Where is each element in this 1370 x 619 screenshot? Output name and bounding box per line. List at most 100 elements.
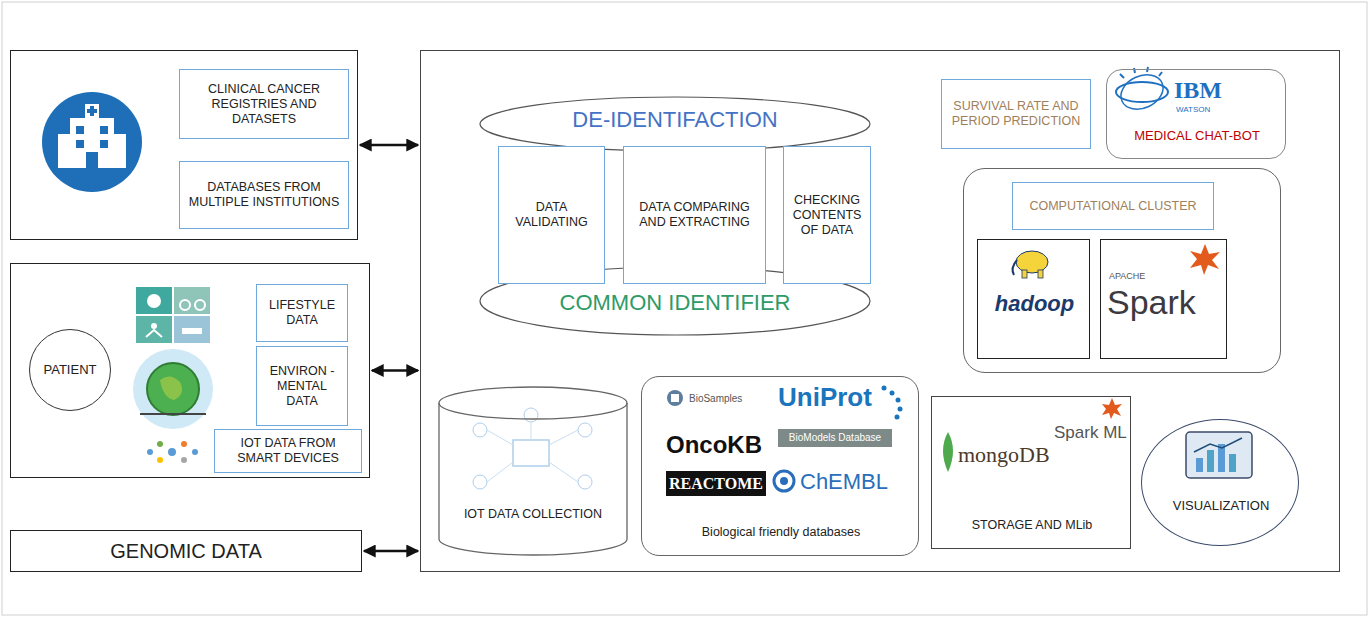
hadoop-elephant [1013,260,1017,275]
lifestyle-icons [195,300,205,310]
visualization-icon [1186,432,1252,478]
visualization-icon [1207,450,1214,472]
node-label: GENOMIC DATA [11,539,361,563]
iot-collection-illustration [473,408,592,489]
cylinder-top [439,387,627,419]
spark-ml-star [1102,398,1122,419]
hospital-icon [76,126,84,134]
iot-collection-illustration [578,475,592,489]
lifestyle-icons [136,316,172,343]
process-box: CHECKING CONTENTS OF DATA [783,146,871,284]
cylinder-outline [438,386,628,556]
spark-star [1190,244,1220,275]
hospital-icon [100,140,108,148]
uniprot-dots [895,415,900,420]
hospital-icon [86,152,98,168]
node-label: VISUALIZATION [1142,498,1300,514]
lifestyle-icons [174,287,210,314]
identifier-cylinder: DE-IDENTIFACTIONCOMMON IDENTIFIERDATA VA… [479,96,871,336]
visualization-icon [1196,458,1203,472]
environment-globe [133,349,213,429]
chembl-icon [774,471,794,491]
iot-collection-illustration [473,423,487,437]
uniprot-dots [882,386,887,391]
chembl-icon [780,477,788,485]
visualization-icon [1229,454,1236,472]
iot-device-icon [181,457,187,463]
spark-ml-star [1102,398,1122,419]
logo-text: OncoKB [666,431,770,460]
iot-device-icon [168,448,176,456]
logo-text: ChEMBL [800,469,910,495]
lifestyle-icons [182,328,202,334]
iot-device-icon [181,441,187,447]
cylinder-heading: COMMON IDENTIFIER [479,290,871,316]
visualization-icon [1194,438,1242,452]
visualization-circle: VISUALIZATION [1141,419,1299,546]
mongodb-leaf [943,432,953,472]
hospital-icon [58,134,70,168]
iot-device-icon [147,449,153,455]
lifestyle-icons [174,316,210,343]
logo-text: BioSamples [689,393,769,405]
data-type-box: LIFESTYLE DATA [256,284,348,342]
cluster-panel: COMPUTATIONAL CLUSTERhadoopAPACHESpark [963,168,1281,373]
platform-panel: DE-IDENTIFACTIONCOMMON IDENTIFIERDATA VA… [420,50,1340,572]
node-label: SURVIVAL RATE AND PERIOD PREDICTION [942,99,1090,129]
double-arrow [360,144,418,147]
iot-cylinder: IOT DATA COLLECTION [438,386,628,556]
panel-caption: Biological friendly databases [642,525,920,540]
node-label: DATA COMPARING AND EXTRACTING [624,200,765,230]
cluster-title-box: COMPUTATIONAL CLUSTER [1012,182,1214,230]
patient-panel: PATIENTLIFESTYLE DATAENVIRON -MENTAL DAT… [10,263,370,478]
iot-collection-illustration [487,422,578,482]
iot-collection-illustration [513,440,549,466]
hadoop-elephant [1022,270,1027,278]
lifestyle-icons [136,287,172,314]
genomic-box: GENOMIC DATA [10,530,362,572]
biosamples-icon [667,390,683,406]
iot-collection-illustration [578,423,592,437]
node-label: COMPUTATIONAL CLUSTER [1013,199,1213,214]
node-label: IOT DATA COLLECTION [438,507,628,522]
node-label: PATIENT [30,362,110,378]
watson-logo [1116,82,1168,102]
uniprot-dots [890,391,895,396]
logo-text: IBM [1174,76,1274,105]
logo-text: mongoDB [958,442,1050,468]
logo-text: REACTOME [666,471,766,496]
data-type-box: IOT DATA FROM SMART DEVICES [214,429,362,473]
hospital-icon [70,118,114,168]
uniprot-dots [882,386,903,420]
node-label: LIFESTYLE DATA [257,298,347,328]
lifestyle-icons [147,294,161,308]
hospital-icon [85,104,99,118]
logo-text: UniProt [778,382,882,413]
double-arrow [364,550,418,553]
lifestyle-icons [151,323,157,329]
double-arrow [372,369,418,372]
node-label: DATA VALIDATING [499,200,604,230]
hospital-icon [76,140,84,148]
node-label: IOT DATA FROM SMART DEVICES [215,436,361,466]
node-label: CHECKING CONTENTS OF DATA [784,193,870,238]
chatbot-box: IBMWATSONMEDICAL CHAT-BOT [1106,69,1286,159]
iot-collection-illustration [524,408,538,422]
logo-text: hadoop [982,291,1087,317]
biosamples-icon [671,394,679,402]
iot-device-icon [157,441,163,447]
node-label: DATABASES FROM MULTIPLE INSTITUTIONS [180,180,348,210]
hadoop-elephant [1013,251,1048,278]
watson-logo [1115,67,1168,116]
top-ellipse [480,97,870,151]
database-panel: BioSamples UniProtOncoKB BioModels Databas… [641,376,919,556]
logo-text: BioModels Database [778,429,892,447]
storage-box: mongoDBSpark MLSTORAGE AND MLib [931,396,1131,549]
hospital-icon [42,92,142,192]
hadoop-box: hadoop [977,239,1090,359]
patient-circle: PATIENT [29,329,111,411]
iot-device-icon [157,457,163,463]
iot-device-icon [147,441,198,463]
logo-text: WATSON [1176,105,1276,115]
